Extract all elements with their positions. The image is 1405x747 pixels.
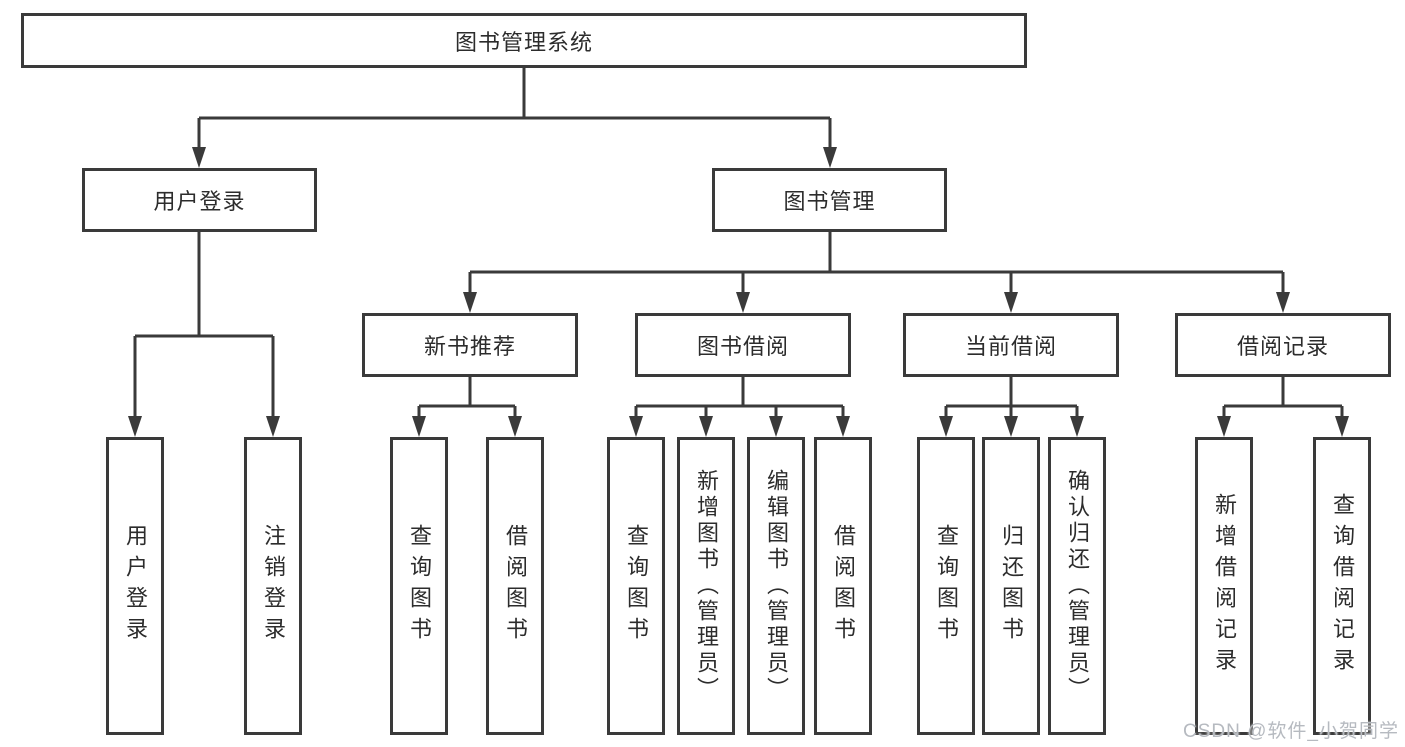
connector-user-login-to-leaves bbox=[133, 232, 275, 418]
leaf-label: 确认归还（管理员） bbox=[1065, 469, 1090, 703]
leaf-user-login: 用户登录 bbox=[106, 437, 164, 735]
connector-borrow-records-to-leaves bbox=[1222, 377, 1344, 418]
leaf-logout: 注销登录 bbox=[244, 437, 302, 735]
leaf-query-books-recommend: 查询图书 bbox=[390, 437, 448, 735]
leaf-label: 借阅图书 bbox=[831, 524, 856, 648]
leaf-add-borrow-record: 新增借阅记录 bbox=[1195, 437, 1253, 735]
leaf-borrow-books-recommend: 借阅图书 bbox=[486, 437, 544, 735]
leaf-label: 新增借阅记录 bbox=[1212, 493, 1237, 679]
leaf-label: 注销登录 bbox=[261, 524, 286, 648]
csdn-watermark: CSDN @软件_小贺同学 bbox=[1183, 721, 1399, 742]
leaf-label: 查询图书 bbox=[624, 524, 649, 648]
leaf-label: 查询借阅记录 bbox=[1330, 493, 1355, 679]
connector-root-to-level2 bbox=[197, 68, 832, 149]
leaf-label: 编辑图书（管理员） bbox=[764, 469, 789, 703]
leaf-label: 查询图书 bbox=[934, 524, 959, 648]
node-borrow-records: 借阅记录 bbox=[1175, 313, 1391, 377]
connector-book-management-to-level3 bbox=[468, 232, 1285, 295]
leaf-confirm-return-admin: 确认归还（管理员） bbox=[1048, 437, 1106, 735]
leaf-label: 用户登录 bbox=[123, 524, 148, 648]
node-root-system: 图书管理系统 bbox=[21, 13, 1027, 68]
node-book-borrowing: 图书借阅 bbox=[635, 313, 851, 377]
node-current-borrowing: 当前借阅 bbox=[903, 313, 1119, 377]
node-book-management: 图书管理 bbox=[712, 168, 947, 232]
leaf-query-books-current: 查询图书 bbox=[917, 437, 975, 735]
leaf-query-books-borrowing: 查询图书 bbox=[607, 437, 665, 735]
leaf-label: 归还图书 bbox=[999, 524, 1024, 648]
leaf-query-borrow-record: 查询借阅记录 bbox=[1313, 437, 1371, 735]
connector-book-borrowing-to-leaves bbox=[634, 377, 845, 418]
leaf-edit-book-admin: 编辑图书（管理员） bbox=[747, 437, 805, 735]
leaf-add-book-admin: 新增图书（管理员） bbox=[677, 437, 735, 735]
node-new-book-recommend: 新书推荐 bbox=[362, 313, 578, 377]
arrowheads bbox=[128, 147, 1349, 437]
leaf-return-books: 归还图书 bbox=[982, 437, 1040, 735]
leaf-borrow-books-borrowing: 借阅图书 bbox=[814, 437, 872, 735]
leaf-label: 借阅图书 bbox=[503, 524, 528, 648]
leaf-label: 查询图书 bbox=[407, 524, 432, 648]
node-user-login: 用户登录 bbox=[82, 168, 317, 232]
connector-current-borrowing-to-leaves bbox=[944, 377, 1079, 418]
connector-new-book-recommend-to-leaves bbox=[417, 377, 517, 418]
leaf-label: 新增图书（管理员） bbox=[694, 469, 719, 703]
